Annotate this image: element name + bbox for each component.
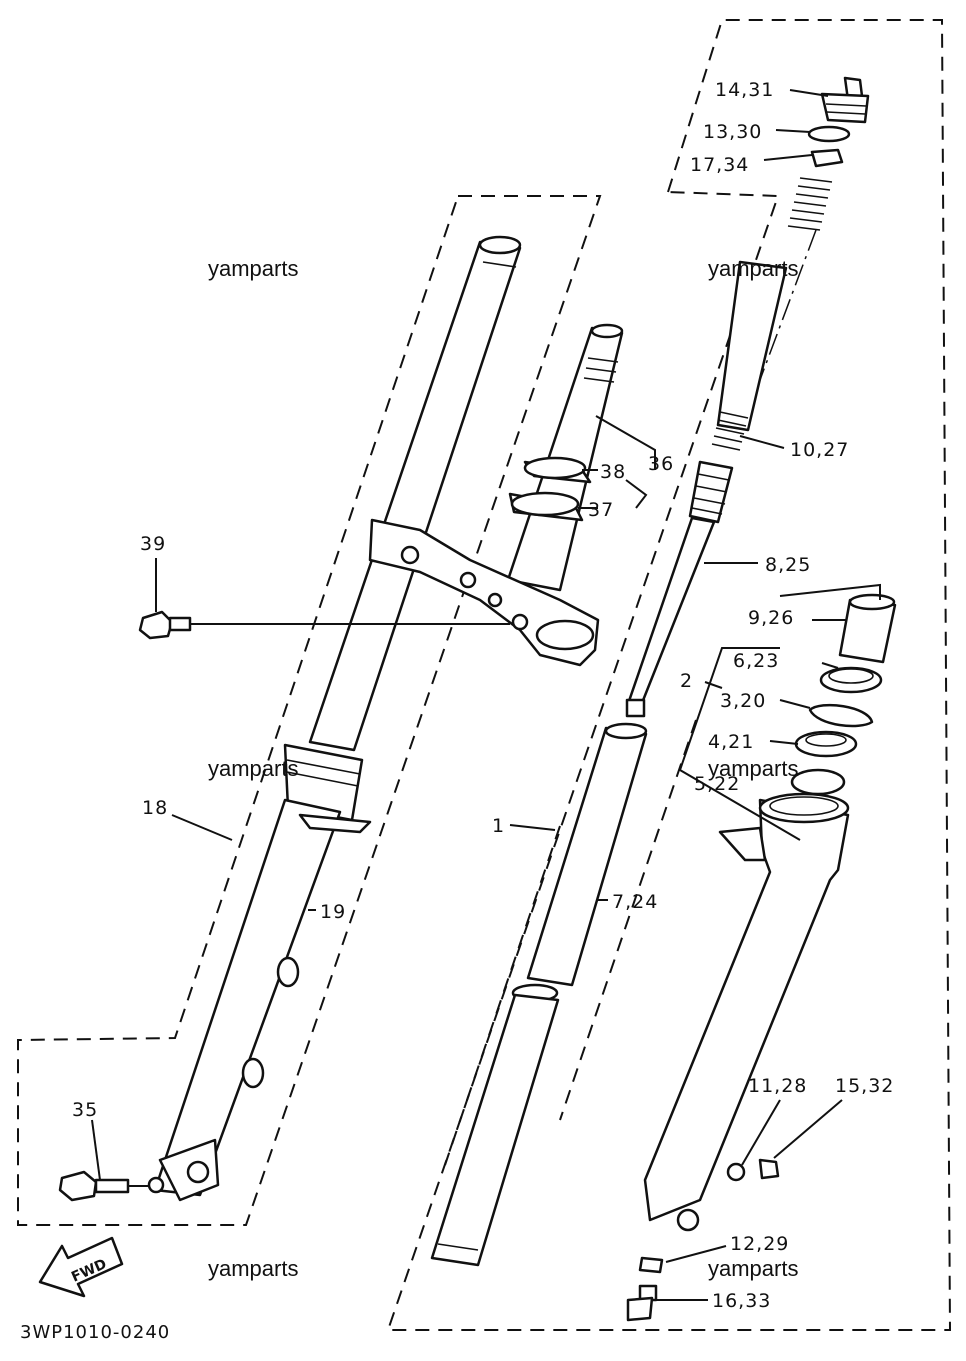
- label-35: 35: [72, 1099, 98, 1121]
- watermark: yamparts: [208, 756, 298, 781]
- label-16-33: 16,33: [712, 1290, 771, 1312]
- label-6-23: 6,23: [733, 650, 779, 672]
- fwd-arrow-icon: FWD: [38, 1236, 124, 1298]
- diagram-code: 3WP1010-0240: [20, 1322, 170, 1343]
- part-labels: 14,31 13,30 17,34 10,27 38 36 37 39 8,25…: [72, 79, 894, 1312]
- inner-tube-dash-2: [559, 719, 697, 1121]
- steering-stem-assembly: [368, 323, 624, 667]
- leader-lines: [91, 89, 881, 1301]
- label-11-28: 11,28: [748, 1075, 807, 1097]
- label-37: 37: [588, 499, 614, 521]
- watermark: yamparts: [708, 756, 798, 781]
- label-7-24: 7,24: [612, 891, 658, 913]
- label-10-27: 10,27: [790, 439, 849, 461]
- label-15-32: 15,32: [835, 1075, 894, 1097]
- left-fork-assembly: [147, 235, 522, 1202]
- label-17-34: 17,34: [690, 154, 749, 176]
- watermark: yamparts: [208, 256, 298, 281]
- watermark: yamparts: [708, 1256, 798, 1281]
- right-fork-group-outline: [386, 19, 952, 1331]
- label-4-21: 4,21: [708, 731, 754, 753]
- bolt-39: [138, 610, 510, 640]
- label-3-20: 3,20: [720, 690, 766, 712]
- bolt-35: [58, 1170, 130, 1202]
- label-2: 2: [680, 670, 693, 692]
- label-9-26: 9,26: [748, 607, 794, 629]
- right-fork-assembly: [430, 76, 897, 1322]
- label-19: 19: [320, 901, 346, 923]
- label-39: 39: [140, 533, 166, 555]
- label-38: 38: [600, 461, 626, 483]
- label-13-30: 13,30: [703, 121, 762, 143]
- label-12-29: 12,29: [730, 1233, 789, 1255]
- watermark: yamparts: [708, 256, 798, 281]
- label-18: 18: [142, 797, 168, 819]
- label-1: 1: [492, 815, 505, 837]
- watermark: yamparts: [208, 1256, 298, 1281]
- left-fork-group-outline: [17, 195, 602, 1226]
- label-5-22: 5,22: [694, 773, 740, 795]
- watermarks: yamparts yamparts yamparts yamparts yamp…: [208, 256, 798, 1281]
- inner-tube-dash-1: [444, 825, 561, 1166]
- label-14-31: 14,31: [715, 79, 774, 101]
- label-36: 36: [648, 453, 674, 475]
- label-8-25: 8,25: [765, 554, 811, 576]
